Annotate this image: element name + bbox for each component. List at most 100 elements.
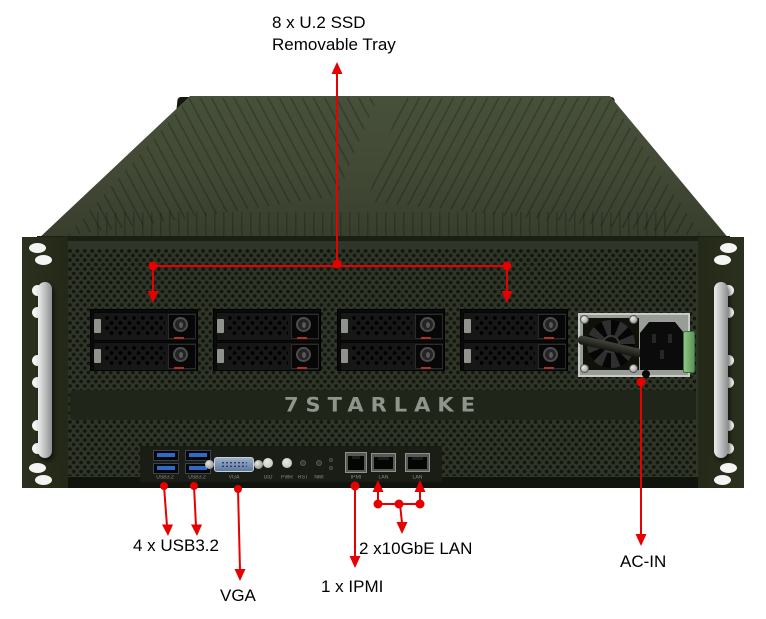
ssd-junction-dot: [332, 259, 342, 269]
usb-port[interactable]: [185, 450, 211, 461]
ipmi-port-inner: [348, 456, 364, 470]
ssd-tray[interactable]: [463, 342, 567, 371]
vga-port-label: VGA: [228, 475, 240, 481]
ac-pin: [668, 334, 672, 343]
lan-arrow-up-1: [372, 480, 384, 492]
top-rib-pattern-bottom: [97, 212, 670, 238]
mount-slot: [35, 255, 52, 265]
vga-line: [237, 488, 241, 571]
tray-lock-button[interactable]: [420, 347, 435, 362]
psu-breaker-hole: [642, 370, 650, 378]
psu-screw: [580, 364, 589, 373]
ssd-tray[interactable]: [216, 312, 320, 341]
drive-bay-module: [213, 309, 321, 371]
ssd-tray[interactable]: [93, 312, 197, 341]
mount-hole: [723, 307, 734, 318]
lan-arrow-down: [396, 522, 408, 534]
ac-inlet[interactable]: [640, 322, 684, 370]
mount-hole: [723, 355, 734, 366]
front-handle-left[interactable]: [38, 282, 52, 458]
tray-vent: [475, 316, 535, 336]
tray-latch[interactable]: [341, 319, 348, 333]
tray-led: [297, 337, 307, 339]
tray-lock-button[interactable]: [296, 317, 311, 332]
lan-bar-dot-1: [373, 499, 383, 509]
lan-port-1[interactable]: [371, 453, 396, 472]
mount-hole: [32, 443, 43, 454]
tray-lock-button[interactable]: [543, 347, 558, 362]
reset-button[interactable]: [300, 460, 306, 466]
uid-button[interactable]: [263, 458, 273, 468]
tray-lock-button[interactable]: [173, 347, 188, 362]
nmi-label: NMI: [314, 475, 324, 481]
ssd-tray[interactable]: [340, 342, 444, 371]
ssd-arrow-up: [331, 62, 343, 74]
tray-led: [174, 337, 184, 339]
tray-lock-button[interactable]: [543, 317, 558, 332]
tray-vent: [228, 316, 288, 336]
tray-latch[interactable]: [217, 319, 224, 333]
brand-logo: 7STARLAKE: [283, 393, 483, 417]
power-button[interactable]: [282, 458, 292, 468]
tray-latch[interactable]: [94, 349, 101, 363]
vga-port[interactable]: [214, 457, 254, 472]
mount-slot: [35, 475, 52, 485]
ssd-tray[interactable]: [216, 342, 320, 371]
usb-arrow-1: [162, 524, 173, 536]
tray-vent: [105, 346, 165, 366]
tray-vent: [475, 346, 535, 366]
tray-lock-button[interactable]: [420, 317, 435, 332]
ipmi-port-label: IPMI: [350, 475, 362, 481]
vga-callout-label: VGA: [220, 586, 256, 605]
tray-led: [297, 367, 307, 369]
tray-vent: [352, 316, 412, 336]
tray-lock-button[interactable]: [173, 317, 188, 332]
rack-ear-right: [698, 237, 744, 488]
mount-hole: [32, 307, 43, 318]
mount-hole: [723, 420, 734, 431]
vga-screw: [254, 460, 263, 469]
tray-latch[interactable]: [94, 319, 101, 333]
mount-hole: [32, 285, 43, 296]
psu-screw: [629, 315, 638, 324]
front-handle-right[interactable]: [714, 282, 728, 458]
lan-port-label: LAN: [378, 475, 389, 481]
mount-hole: [723, 285, 734, 296]
mount-slot: [720, 243, 737, 253]
usb-callout-label: 4 x USB3.2: [133, 536, 219, 555]
usb-port[interactable]: [153, 463, 179, 474]
ipmi-port[interactable]: [345, 452, 367, 473]
mount-hole: [723, 377, 734, 388]
mount-slot: [29, 463, 46, 473]
usb-port[interactable]: [153, 450, 179, 461]
mount-hole: [723, 443, 734, 454]
tray-latch[interactable]: [341, 349, 348, 363]
drive-bay-module: [460, 309, 568, 371]
tray-latch[interactable]: [464, 319, 471, 333]
lan-arrow-up-2: [414, 480, 426, 492]
ssd-tray[interactable]: [463, 312, 567, 341]
tray-latch[interactable]: [217, 349, 224, 363]
mount-hole: [32, 420, 43, 431]
lan-bar-dot-2: [394, 499, 404, 509]
logo-strip: 7STARLAKE: [70, 390, 696, 420]
tray-lock-button[interactable]: [296, 347, 311, 362]
mount-slot: [720, 463, 737, 473]
tray-latch[interactable]: [464, 349, 471, 363]
psu-connector-tab[interactable]: [683, 331, 695, 373]
usb-port-label: USB3.2: [156, 475, 174, 481]
chassis-front-edge: [37, 236, 730, 244]
lan-port-inner: [374, 457, 393, 469]
tray-vent: [352, 346, 412, 366]
front-io-panel: USB3.2 USB3.2 VGA UID PWR RST NMI IPMI L…: [140, 446, 442, 482]
uid-label: UID: [263, 475, 273, 481]
ssd-tray[interactable]: [340, 312, 444, 341]
lan-port-2[interactable]: [405, 453, 430, 472]
nmi-button[interactable]: [316, 460, 322, 466]
ipmi-arrow: [349, 556, 361, 568]
lan-bar-dot-3: [415, 499, 425, 509]
ssd-arrow-left: [147, 291, 159, 303]
ssd-tray[interactable]: [93, 342, 197, 371]
ssd-callout-label: 8 x U.2 SSD Removable Tray: [272, 12, 396, 56]
